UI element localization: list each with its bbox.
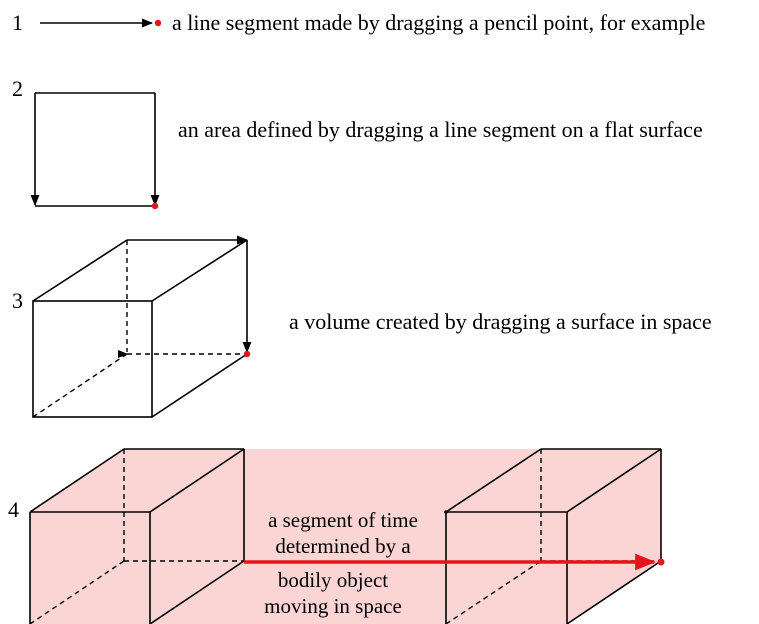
step-caption-4-line-3: bodily object (278, 568, 388, 592)
step-caption-2: an area defined by dragging a line segme… (178, 117, 703, 142)
pencil-point-dot (154, 19, 162, 27)
cube-hidden-corner-arrowhead (118, 350, 128, 358)
step-4: 4 (8, 448, 665, 624)
step-caption-3: a volume created by dragging a surface i… (289, 309, 712, 334)
step-caption-1: a line segment made by dragging a pencil… (172, 10, 705, 35)
step-1: 1 a line segment made by dragging a penc… (12, 10, 705, 35)
step-number-1: 1 (12, 10, 23, 35)
cube-hidden-bottom-diagonal (32, 353, 128, 418)
cube-top-left-edge (32, 239, 128, 302)
step-caption-4-line-4: moving in space (264, 594, 402, 618)
step-number-4: 4 (8, 497, 19, 522)
step-number-3: 3 (12, 288, 23, 313)
step-3: 3 a volume created by dragging a surface… (12, 235, 712, 418)
time-end-dot (657, 558, 665, 566)
swept-volume-region (30, 449, 661, 624)
volume-end-dot (243, 350, 251, 358)
step-caption-4-line-2: determined by a (275, 534, 411, 558)
right-cube (444, 448, 662, 624)
step-number-2: 2 (12, 76, 23, 101)
area-end-dot (151, 202, 159, 210)
left-cube (29, 448, 245, 624)
cube-top-right-edge (151, 239, 248, 302)
cube-front-face (32, 300, 153, 418)
cube-bottom-right-edge (151, 353, 248, 418)
step-2: 2 an area defined by dragging a line seg… (12, 76, 703, 210)
step-caption-4-line-1: a segment of time (268, 508, 418, 532)
